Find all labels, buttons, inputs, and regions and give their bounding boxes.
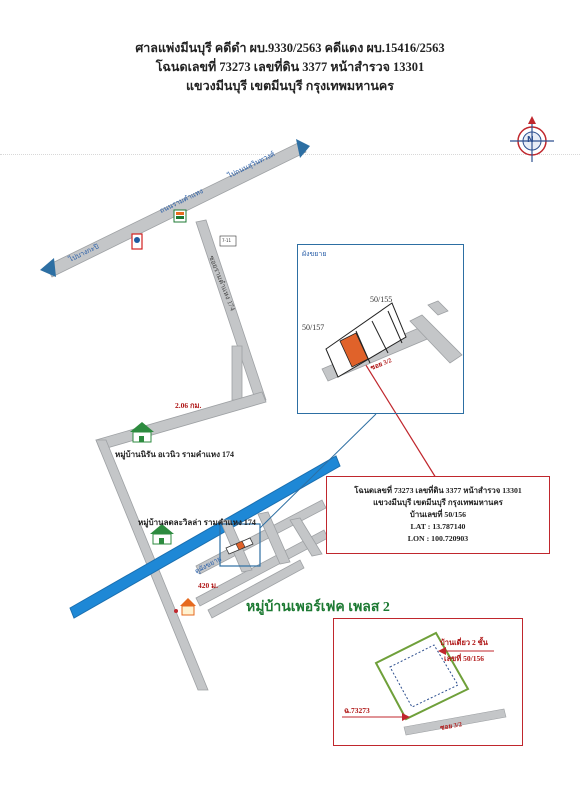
info-lat: LAT : 13.787140 [410,522,466,531]
connector-line [259,413,377,529]
inset-zoom-box: ผังขยาย 50/157 50/155 ซอย 3/2 [297,244,464,414]
arrow-east-icon [296,139,310,158]
canal [69,455,341,619]
red-marker-icon [174,609,178,613]
header-line-1: ศาลแพ่งมีนบุรี คดีดำ ผบ.9330/2563 คดีแดง… [135,41,445,55]
village-roads [195,499,329,619]
inset-title: ผังขยาย [302,250,327,258]
info-lon: LON : 100.720903 [407,534,469,543]
pointer-line [363,361,437,479]
info-line-3: บ้านเลขที่ 50/156 [409,510,467,519]
house-plan [342,631,507,736]
arrow-west-icon [40,258,56,277]
compass-icon [510,116,554,162]
plot-right-label: 50/155 [370,295,393,304]
plot-left-label: 50/157 [302,323,325,332]
sign-icon [219,235,237,247]
header-line-3: แขวงมีนบุรี เขตมีนบุรี กรุงเทพมหานคร [185,79,395,93]
site-plot-mini [225,537,254,555]
village-house-icon-1 [130,422,154,443]
village-1-label: หมู่บ้านนิรัน อเวนิว รามคำแหง 174 [115,450,235,459]
gas-station-dot-icon [134,237,140,243]
distance-1: 2.06 กม. [175,401,202,410]
site-highlight-box [219,523,261,567]
deed-label: ฉ.73273 [344,706,370,715]
house-no-label: เลขที่ 50/156 [444,654,484,663]
info-line-1: โฉนดเลขที่ 73273 เลขที่ดิน 3377 หน้าสำรว… [354,486,522,495]
info-line-2: แขวงมีนบุรี เขตมีนบุรี กรุงเทพมหานคร [373,498,503,507]
inset-plan [321,300,463,382]
seven-eleven-stripe-icon [176,212,184,215]
seven-eleven-stripe2-icon [176,216,184,219]
distance-2: 420 ม. [198,581,218,590]
village-house-icon-2 [150,524,174,545]
info-box: โฉนดเลขที่ 73273 เลขที่ดิน 3377 หน้าสำรว… [326,476,550,554]
house-inset-box: บ้านเดี่ยว 2 ชั้น เลขที่ 50/156 ฉ.73273 … [333,618,523,746]
sign-label: 7-11 [222,238,232,243]
village-2-label: หมู่บ้านลดละวิลล่า รามคำแหง 174 [138,518,256,527]
village-3-label: หมู่บ้านเพอร์เฟค เพลส 2 [246,600,390,615]
header-line-2: โฉนดเลขที่ 73273 เลขที่ดิน 3377 หน้าสำรว… [155,60,425,74]
compass-letter: N [527,135,534,144]
village-house-icon-3 [180,598,196,616]
house-type-label: บ้านเดี่ยว 2 ชั้น [440,638,488,647]
